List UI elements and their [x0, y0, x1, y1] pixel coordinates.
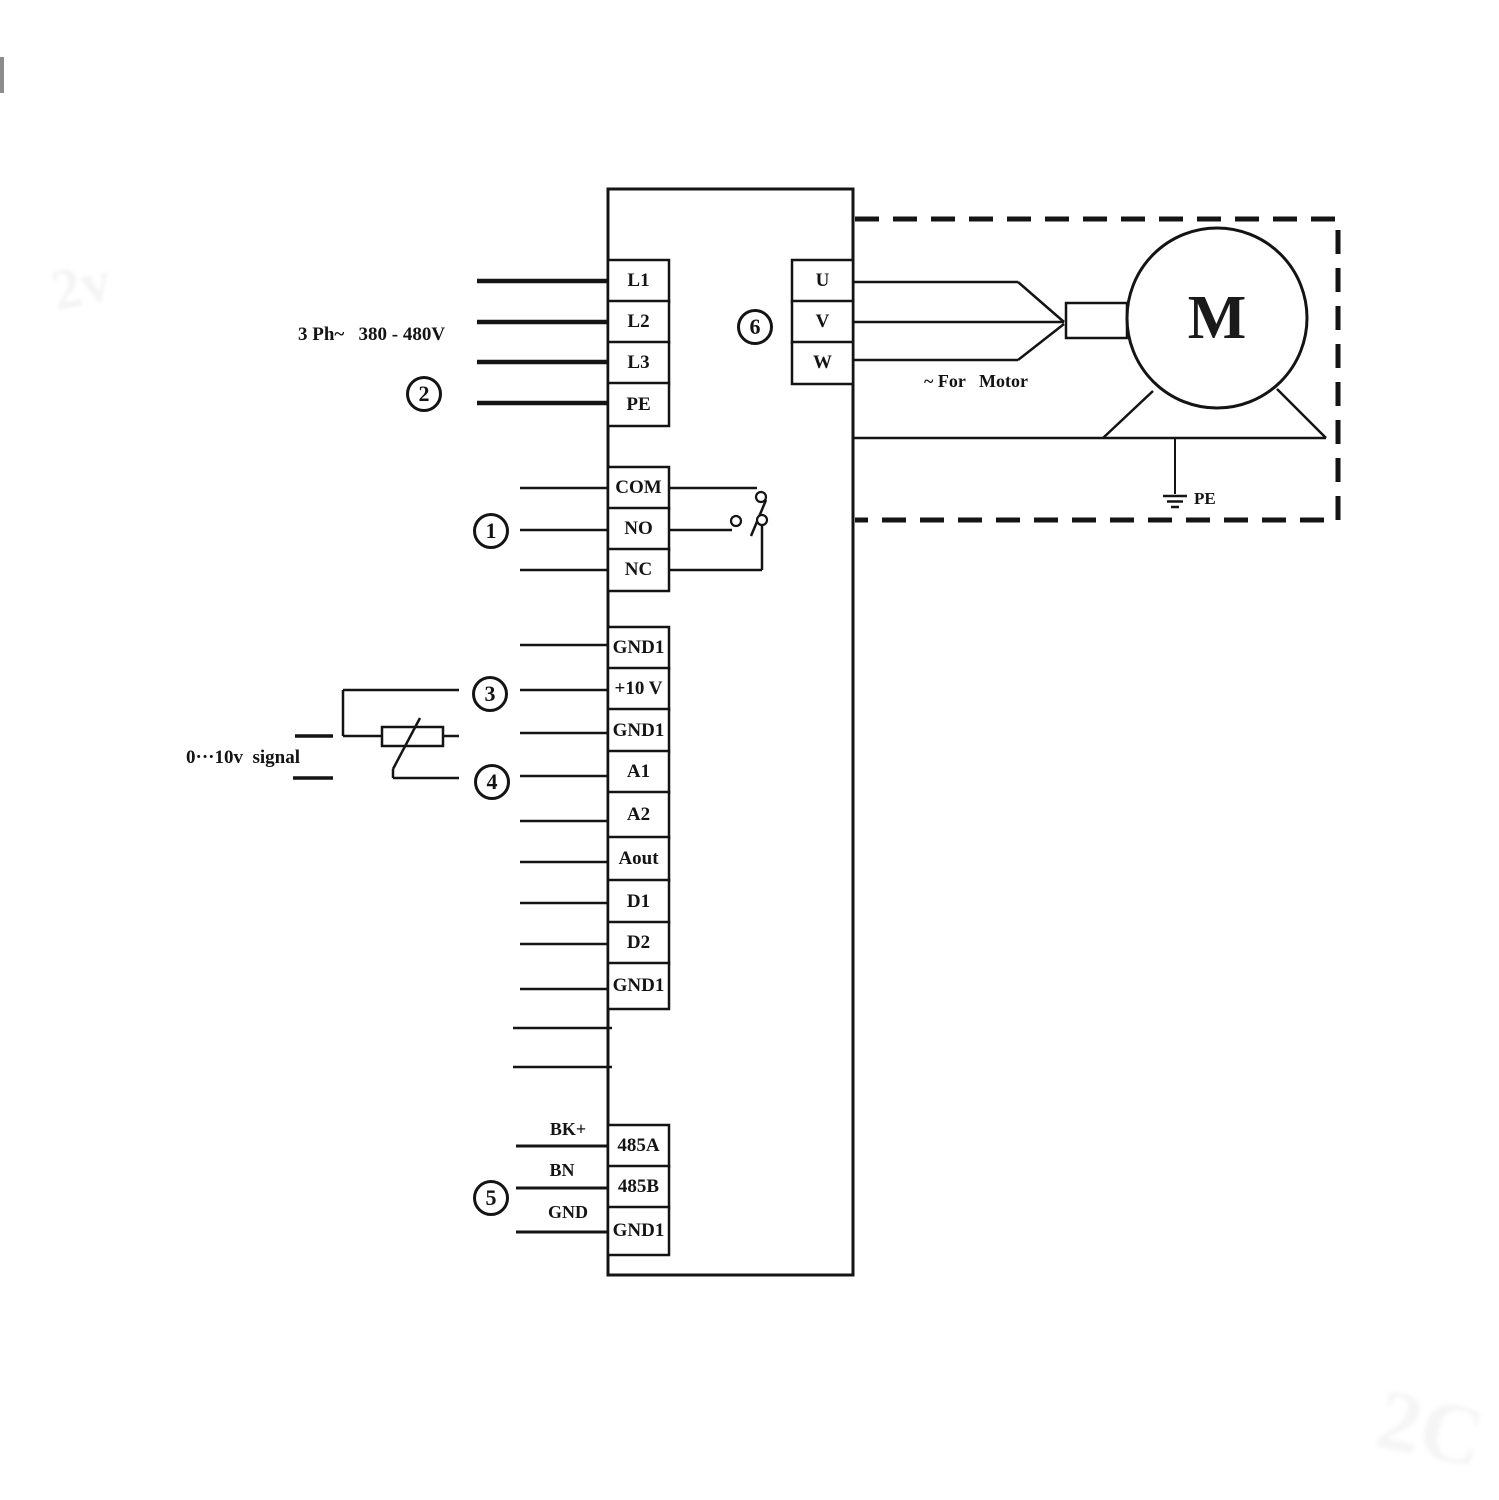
callout-6: 6	[737, 309, 773, 345]
terminal-d1: D1	[626, 890, 651, 912]
callout-3: 3	[472, 676, 508, 712]
terminal-485a: 485A	[617, 1135, 660, 1156]
earth-ground-icon	[1163, 438, 1187, 509]
rs485-gnd-label: GND	[548, 1202, 588, 1222]
terminal-gnd1-b: GND1	[612, 719, 665, 741]
terminal-a1: A1	[626, 761, 651, 782]
output-terminal-boxes	[790, 258, 855, 386]
rs485-bk-label: BK+	[549, 1119, 587, 1139]
motor-output-wires	[853, 280, 1065, 362]
motor-letter: M	[1187, 283, 1247, 352]
callout-4: 4	[474, 764, 510, 800]
motor-pe-label: PE	[1194, 489, 1216, 508]
left-terminal-boxes	[606, 258, 671, 1257]
terminal-gnd1-c: GND1	[612, 975, 665, 996]
terminal-l2: L2	[627, 311, 650, 332]
motor-symbol	[853, 226, 1327, 440]
terminal-u: U	[815, 270, 830, 291]
motor-shaft-coupling	[1064, 301, 1129, 340]
terminal-pe: PE	[626, 393, 651, 415]
scan-edge-mark	[0, 57, 4, 93]
callout-2: 2	[406, 376, 442, 412]
rs485-bn-label: BN	[549, 1160, 575, 1180]
for-motor-label: ~ For Motor	[924, 371, 1028, 391]
motor-circle	[1125, 226, 1309, 410]
terminal-485b: 485B	[617, 1176, 660, 1197]
callout-1: 1	[473, 513, 509, 549]
terminal-no: NO	[624, 518, 653, 539]
terminal-l3: L3	[627, 352, 650, 373]
power-input-wires	[477, 278, 612, 406]
analog-signal-label: 0···10v signal	[186, 747, 301, 768]
terminal-d2: D2	[626, 932, 651, 953]
terminal-v: V	[815, 311, 830, 332]
potentiometer-symbol	[293, 688, 459, 780]
motor-enclosure-dashed-box	[855, 216, 1341, 523]
terminal-l1: L1	[627, 270, 650, 291]
terminal-a2: A2	[626, 804, 651, 825]
terminal-nc: NC	[624, 559, 653, 580]
relay-switch-symbol	[670, 486, 769, 572]
control-wires	[513, 486, 612, 1069]
terminal-gnd1-d: GND1	[612, 1220, 665, 1241]
callout-5: 5	[473, 1180, 509, 1216]
terminal-w: W	[813, 352, 832, 373]
power-input-label: 3 Ph~ 380 - 480V	[298, 324, 446, 345]
terminal-10v: +10 V	[614, 678, 663, 699]
terminal-com: COM	[615, 477, 662, 498]
terminal-gnd1-a: GND1	[612, 637, 665, 658]
terminal-aout: Aout	[618, 848, 659, 869]
rs485-wires	[516, 1144, 612, 1234]
